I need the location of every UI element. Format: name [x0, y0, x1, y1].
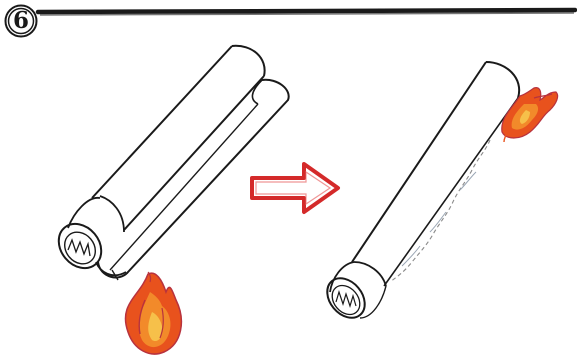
before-illustration	[57, 44, 290, 355]
step-badge	[4, 4, 38, 38]
step-number: 6	[12, 7, 29, 34]
end-flame-icon	[501, 87, 559, 143]
front-cylinder	[57, 44, 266, 270]
burning-cylinder	[326, 61, 521, 319]
after-illustration	[326, 61, 559, 319]
flame-icon	[124, 271, 183, 355]
header-rule	[35, 7, 577, 16]
right-arrow-icon	[250, 162, 340, 214]
